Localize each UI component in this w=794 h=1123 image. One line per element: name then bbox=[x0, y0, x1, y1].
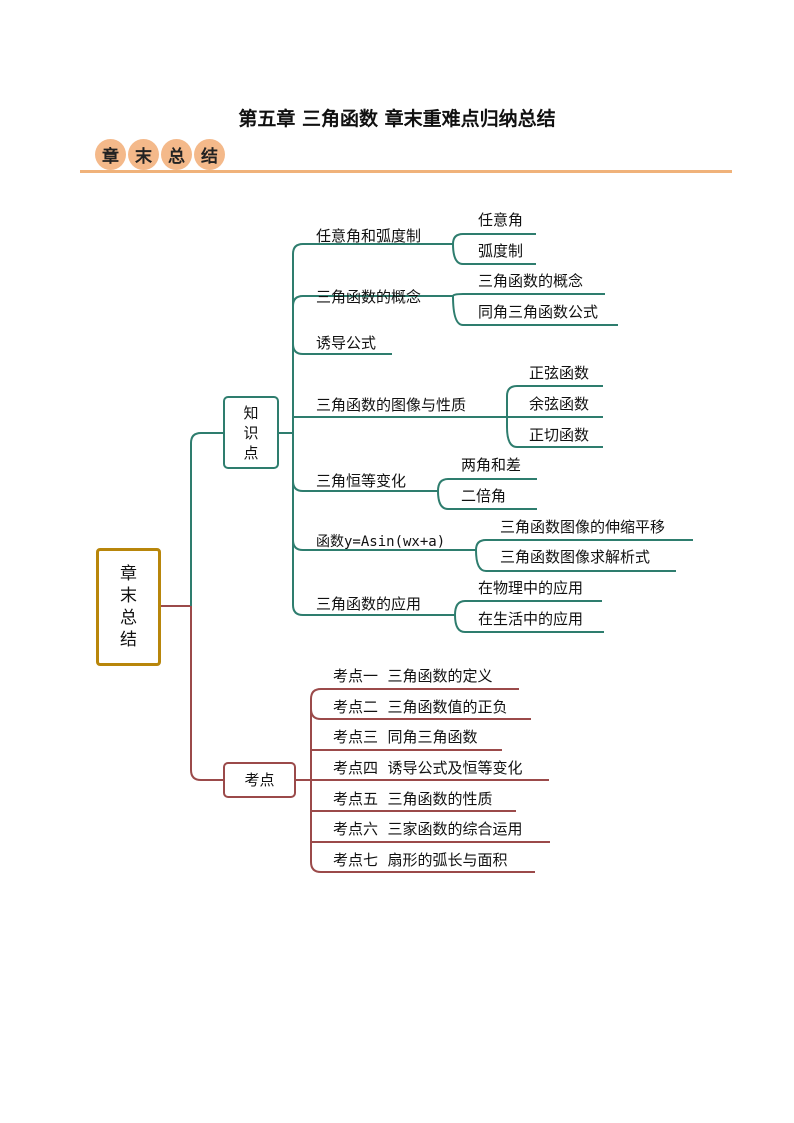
topic-label: 任意角和弧度制 bbox=[316, 227, 422, 245]
subtopic-label: 弧度制 bbox=[478, 242, 524, 260]
knowledge-char: 识 bbox=[243, 423, 259, 442]
exam-item: 考点四 诱导公式及恒等变化 bbox=[333, 759, 523, 777]
root-char: 总 bbox=[120, 608, 137, 628]
root-node: 章 末 总 结 bbox=[96, 548, 161, 666]
subtopic-label: 正弦函数 bbox=[529, 364, 590, 382]
exam-item: 考点一 三角函数的定义 bbox=[333, 667, 493, 685]
topic-label: 三角函数的图像与性质 bbox=[316, 396, 467, 414]
subtopic-label: 余弦函数 bbox=[529, 395, 590, 413]
knowledge-char: 知 bbox=[243, 403, 259, 422]
exam-node-label: 考点 bbox=[244, 771, 275, 789]
root-char: 末 bbox=[120, 586, 137, 606]
topic-label: 三角函数的概念 bbox=[316, 288, 422, 306]
topic-label: 诱导公式 bbox=[316, 334, 377, 352]
badge-char: 章 bbox=[95, 139, 126, 170]
subtopic-label: 任意角 bbox=[478, 211, 524, 229]
exam-item: 考点五 三角函数的性质 bbox=[333, 790, 493, 808]
knowledge-char: 点 bbox=[243, 443, 259, 462]
badge-char: 总 bbox=[161, 139, 192, 170]
knowledge-node: 知 识 点 bbox=[223, 396, 279, 469]
subtopic-label: 正切函数 bbox=[529, 426, 590, 444]
exam-item: 考点七 扇形的弧长与面积 bbox=[333, 851, 508, 869]
subtopic-label: 两角和差 bbox=[461, 456, 522, 474]
root-char: 章 bbox=[120, 564, 137, 584]
subtopic-label: 同角三角函数公式 bbox=[478, 303, 599, 321]
exam-item: 考点六 三家函数的综合运用 bbox=[333, 820, 523, 838]
exam-item: 考点二 三角函数值的正负 bbox=[333, 698, 508, 716]
badge-char: 末 bbox=[128, 139, 159, 170]
subtopic-label: 三角函数的概念 bbox=[478, 272, 584, 290]
subtopic-label: 在生活中的应用 bbox=[478, 610, 584, 628]
topic-label: 三角恒等变化 bbox=[316, 472, 407, 490]
section-badges: 章 末 总 结 bbox=[95, 139, 225, 170]
badge-char: 结 bbox=[194, 139, 225, 170]
subtopic-label: 二倍角 bbox=[461, 487, 507, 505]
root-char: 结 bbox=[120, 630, 137, 650]
subtopic-label: 三角函数图像求解析式 bbox=[500, 548, 651, 566]
page-title: 第五章 三角函数 章末重难点归纳总结 bbox=[238, 108, 556, 130]
topic-label: 函数y=Asin(wx+a) bbox=[316, 534, 446, 550]
header-divider bbox=[80, 170, 732, 173]
topic-label: 三角函数的应用 bbox=[316, 595, 422, 613]
subtopic-label: 三角函数图像的伸缩平移 bbox=[500, 518, 666, 536]
exam-node: 考点 bbox=[223, 762, 296, 798]
subtopic-label: 在物理中的应用 bbox=[478, 579, 584, 597]
exam-item: 考点三 同角三角函数 bbox=[333, 728, 478, 746]
